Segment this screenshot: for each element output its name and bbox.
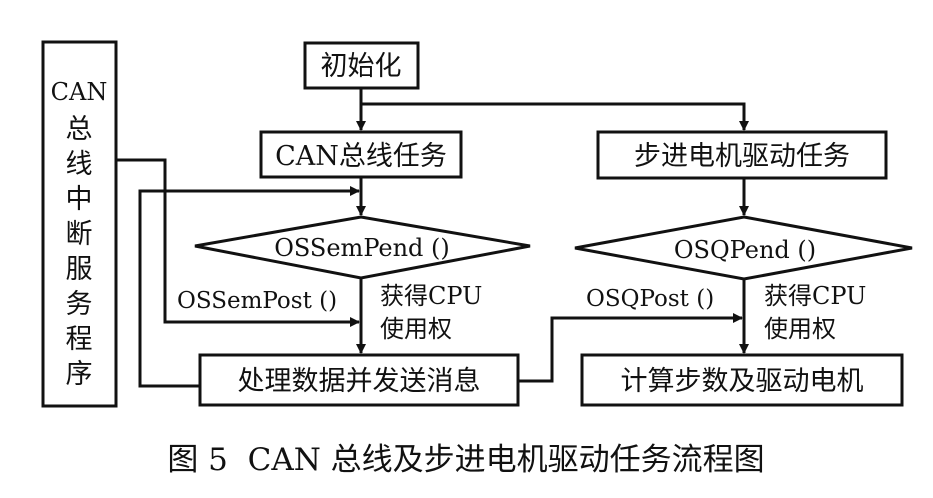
process-label: 处理数据并发送消息: [238, 366, 481, 397]
process-node: 处理数据并发送消息: [198, 353, 520, 407]
compute-node: 计算步数及驱动电机: [580, 353, 904, 407]
isr-label-3: 中: [66, 184, 93, 215]
q-post-label: OSQPost (): [586, 286, 714, 312]
edge-isr-sempost: [116, 158, 360, 327]
q-pend-label: OSQPend (): [674, 236, 816, 264]
get-cpu-right-line2: 使用权: [764, 315, 836, 343]
isr-label-2: 线: [66, 149, 93, 180]
can-task-label: CAN总线任务: [275, 141, 447, 172]
sem-pend-decision: OSSemPend (): [194, 215, 531, 280]
can-task-node: CAN总线任务: [259, 130, 463, 179]
stepper-task-label: 步进电机驱动任务: [634, 141, 850, 172]
isr-label-5: 服: [66, 254, 93, 285]
get-cpu-left-line2: 使用权: [380, 315, 452, 343]
edge-process-loop-back: [138, 186, 360, 388]
get-cpu-right-line1: 获得CPU: [764, 282, 866, 310]
edge-init-to-stepper: [361, 102, 749, 131]
get-cpu-left-line1: 获得CPU: [380, 282, 482, 310]
isr-label-4: 断: [66, 219, 93, 250]
interrupt-service-box: CAN 总 线 中 断 服 务 程 序: [41, 40, 118, 408]
sem-pend-label: OSSemPend (): [274, 234, 450, 262]
sem-post-label: OSSemPost (): [177, 288, 337, 314]
isr-label-8: 序: [66, 359, 93, 390]
init-node: 初始化: [303, 41, 420, 90]
isr-label-1: 总: [66, 114, 93, 145]
edge-qpost: [518, 313, 743, 383]
isr-label-0: CAN: [51, 78, 108, 106]
q-pend-decision: OSQPend (): [574, 215, 913, 281]
stepper-task-node: 步进电机驱动任务: [596, 130, 888, 180]
isr-label-6: 务: [66, 289, 93, 320]
isr-label-7: 程: [66, 324, 93, 355]
compute-label: 计算步数及驱动电机: [621, 366, 864, 397]
init-label: 初始化: [321, 51, 402, 82]
figure-caption: 图 5 CAN 总线及步进电机驱动任务流程图: [167, 442, 764, 478]
